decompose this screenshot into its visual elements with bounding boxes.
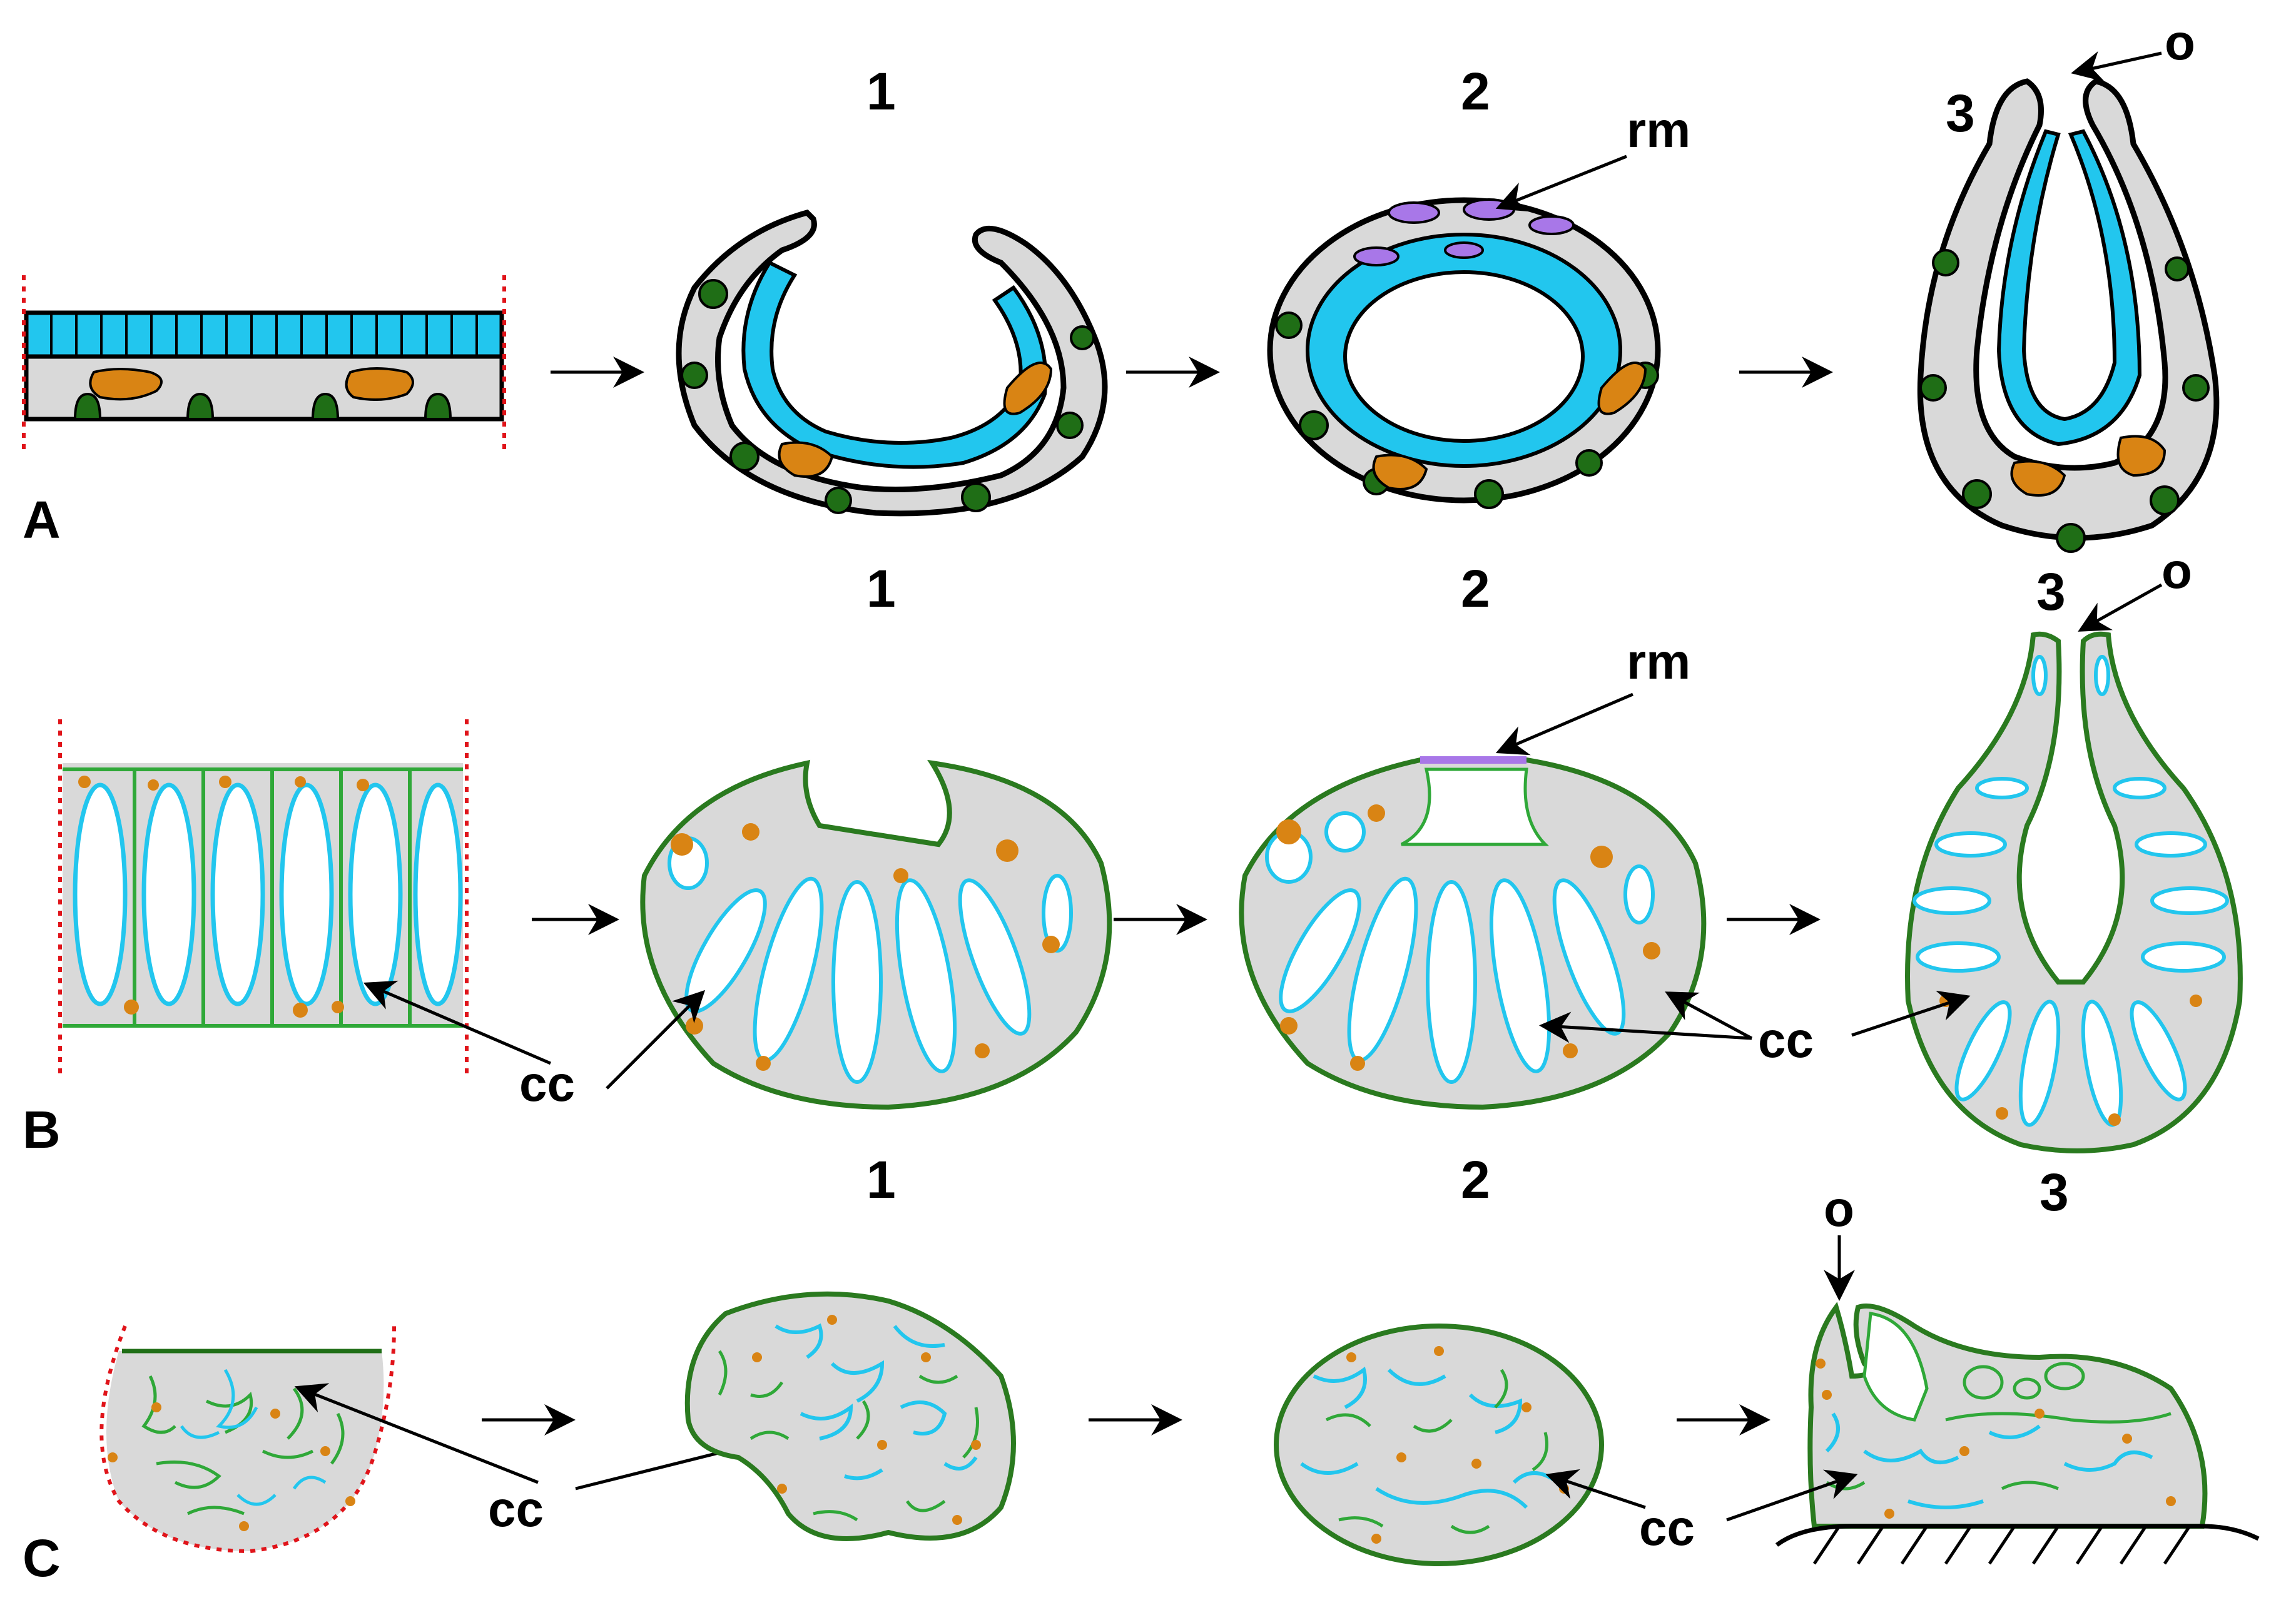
a-flat-strip — [22, 275, 506, 450]
a-o-label: o — [2165, 14, 2195, 70]
b-rm-pointer — [1495, 692, 1633, 756]
row-label-b: B — [23, 1100, 61, 1159]
a-stage-2: 2 rm — [1267, 62, 1690, 509]
a-rm-pointer — [1495, 154, 1627, 212]
b-rm-label: rm — [1627, 634, 1690, 689]
b-o-pointer — [2078, 583, 2163, 632]
a-stage-2-number: 2 — [1461, 62, 1490, 121]
row-label-a: A — [23, 490, 61, 549]
b-cc-label-1: cc — [519, 1056, 575, 1111]
row-a: A — [22, 14, 2220, 553]
a-stage-3-number: 3 — [1946, 84, 1975, 143]
c-fragment: cc — [99, 1325, 807, 1554]
b-stage-2-number: 2 — [1461, 559, 1490, 618]
row-label-c: C — [23, 1529, 61, 1587]
c-stage-3-number: 3 — [2039, 1163, 2069, 1222]
a-stage-1-number: 1 — [866, 62, 896, 121]
b-flat-strip: cc — [58, 719, 575, 1111]
b-stage-3: 3 o cc — [1539, 543, 2243, 1153]
b-stage-3-number: 3 — [2036, 562, 2066, 621]
a-stage-3: 3 o — [1917, 14, 2220, 553]
c-stage-3: 3 o — [1726, 1163, 2260, 1565]
c-stage-1: 1 — [684, 1150, 1016, 1541]
row-c: C — [23, 1150, 2260, 1587]
b-stage-2: 2 rm — [1239, 559, 1707, 1110]
substrate-hatching — [1812, 1525, 2192, 1565]
c-cc-label-1: cc — [488, 1481, 544, 1537]
a-rm-label: rm — [1627, 102, 1690, 158]
c-stage-2: 2 cc — [1274, 1150, 1695, 1566]
b-stage-1: 1 cc — [606, 559, 1112, 1110]
a-o-pointer — [2071, 51, 2162, 82]
b-cc-label-3: cc — [1758, 1012, 1814, 1068]
c-o-label: o — [1824, 1181, 1854, 1237]
b-o-label: o — [2161, 543, 2192, 599]
c-stage-1-number: 1 — [866, 1150, 896, 1209]
c-stage-2-number: 2 — [1461, 1150, 1490, 1209]
row-b: B — [23, 543, 2243, 1159]
a-stage-1: 1 — [676, 62, 1108, 517]
c-cc-label-2: cc — [1639, 1500, 1695, 1556]
b-stage-1-number: 1 — [866, 559, 896, 618]
